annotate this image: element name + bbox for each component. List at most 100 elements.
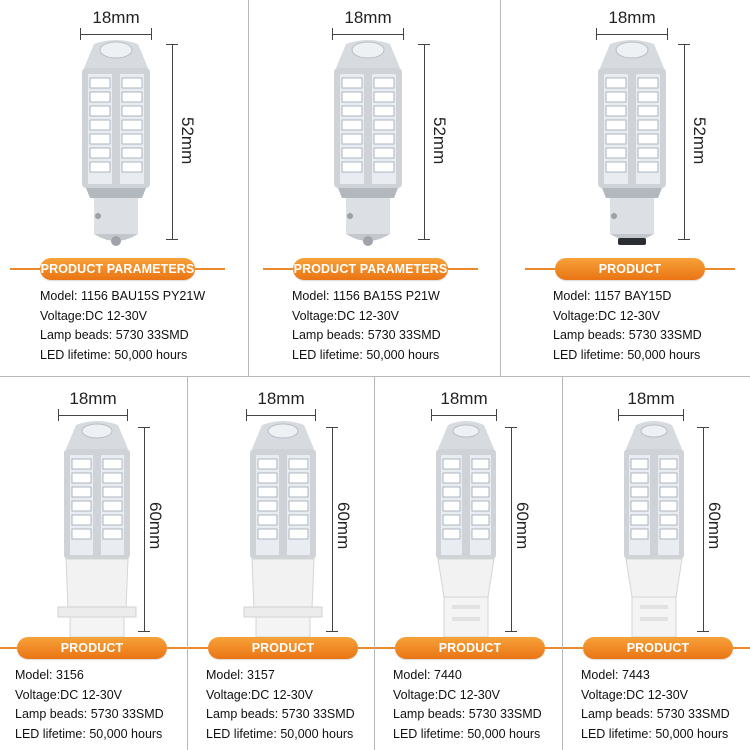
spec-list: Model: 7440 Voltage:DC 12-30V Lamp beads… xyxy=(393,666,542,744)
spec-voltage: Voltage:DC 12-30V xyxy=(40,308,148,323)
width-tick-right xyxy=(151,28,152,40)
width-label: 18mm xyxy=(608,8,656,27)
spec-beads: Lamp beads: 5730 33SMD xyxy=(40,328,189,342)
height-label: 60mm xyxy=(334,502,353,550)
height-label: 52mm xyxy=(690,117,709,165)
product-card-3156: 18mm 60mm PRODUCT PARAMETERS Model: 3156… xyxy=(0,377,187,750)
width-dimension-line xyxy=(431,415,497,416)
product-card-3157: 18mm 60mm PRODUCT PARAMETERS Model: 3157… xyxy=(188,377,374,750)
led-bulb-image xyxy=(82,40,150,246)
spec-beads: Lamp beads: 5730 33SMD xyxy=(15,707,164,721)
spec-voltage: Voltage:DC 12-30V xyxy=(393,687,501,702)
height-dimension-line xyxy=(172,44,173,240)
product-card-7443: 18mm 60mm PRODUCT PARAMETERS Model: 7443… xyxy=(563,377,750,750)
spec-list: Model: 1156 BA15S P21W Voltage:DC 12-30V… xyxy=(292,287,441,365)
width-tick-right xyxy=(403,28,404,40)
led-bulb-image xyxy=(436,421,496,638)
width-tick-left xyxy=(332,28,333,40)
spec-list: Model: 7443 Voltage:DC 12-30V Lamp beads… xyxy=(581,666,730,744)
led-bulb-image xyxy=(243,421,323,638)
height-dimension-line xyxy=(511,427,512,632)
width-label: 18mm xyxy=(627,389,675,408)
width-label: 18mm xyxy=(344,8,392,27)
separator-horizontal xyxy=(0,376,750,377)
product-card-1156-ba15s: 18mm 52mm PRODUCT PARAMETERS Model: 1156… xyxy=(249,0,500,376)
width-tick-left xyxy=(58,409,59,421)
spec-model: Model: 7440 xyxy=(393,668,462,682)
spec-lifetime: LED lifetime: 50,000 hours xyxy=(206,726,354,741)
height-tick-top xyxy=(166,44,178,45)
spec-lifetime: LED lifetime: 50,000 hours xyxy=(15,726,163,741)
spec-voltage: Voltage:DC 12-30V xyxy=(292,308,400,323)
spec-lifetime: LED lifetime: 50,000 hours xyxy=(40,347,188,362)
width-tick-right xyxy=(127,409,128,421)
led-bulb-image xyxy=(624,421,684,638)
led-bulb-image xyxy=(334,40,402,246)
width-tick-right xyxy=(683,409,684,421)
spec-beads: Lamp beads: 5730 33SMD xyxy=(292,328,441,342)
width-dimension-line xyxy=(618,415,684,416)
width-dimension-line xyxy=(596,34,668,35)
width-tick-right xyxy=(496,409,497,421)
height-tick-top xyxy=(678,44,690,45)
width-dimension-line xyxy=(246,415,316,416)
product-parameters-badge: PRODUCT PARAMETERS xyxy=(263,258,478,280)
spec-list: Model: 3157 Voltage:DC 12-30V Lamp beads… xyxy=(206,666,355,744)
spec-lifetime: LED lifetime: 50,000 hours xyxy=(393,726,541,741)
product-parameters-badge: PRODUCT PARAMETERS xyxy=(188,637,374,677)
height-tick-bottom xyxy=(138,631,150,632)
width-tick-left xyxy=(246,409,247,421)
spec-model: Model: 7443 xyxy=(581,668,650,682)
height-tick-top xyxy=(505,427,517,428)
width-dimension-line xyxy=(80,34,152,35)
height-label: 60mm xyxy=(146,502,165,550)
width-dimension-line xyxy=(332,34,404,35)
height-label: 52mm xyxy=(430,117,449,165)
led-bulb-image xyxy=(598,40,666,245)
width-tick-right xyxy=(315,409,316,421)
height-label: 60mm xyxy=(705,502,724,550)
product-parameters-badge: PRODUCT PARAMETERS xyxy=(10,258,225,280)
led-bulb-image xyxy=(57,421,137,638)
spec-voltage: Voltage:DC 12-30V xyxy=(553,308,661,323)
height-tick-bottom xyxy=(418,239,430,240)
height-tick-bottom xyxy=(505,631,517,632)
spec-model: Model: 1156 BAU15S PY21W xyxy=(40,289,206,303)
width-tick-left xyxy=(431,409,432,421)
product-card-7440: 18mm 60mm PRODUCT PARAMETERS Model: 7440… xyxy=(375,377,562,750)
width-label: 18mm xyxy=(92,8,140,27)
width-tick-right xyxy=(667,28,668,40)
product-parameters-badge: PRODUCT PARAMETERS xyxy=(0,637,187,677)
spec-lifetime: LED lifetime: 50,000 hours xyxy=(581,726,729,741)
height-tick-bottom xyxy=(678,239,690,240)
height-tick-top xyxy=(138,427,150,428)
spec-voltage: Voltage:DC 12-30V xyxy=(15,687,123,702)
width-tick-left xyxy=(596,28,597,40)
separator-top-2 xyxy=(500,0,501,377)
separator-bottom-1 xyxy=(187,377,188,750)
spec-beads: Lamp beads: 5730 33SMD xyxy=(393,707,542,721)
spec-lifetime: LED lifetime: 50,000 hours xyxy=(292,347,440,362)
spec-beads: Lamp beads: 5730 33SMD xyxy=(553,328,702,342)
width-label: 18mm xyxy=(69,389,117,408)
height-label: 52mm xyxy=(178,117,197,165)
width-tick-left xyxy=(80,28,81,40)
width-label: 18mm xyxy=(257,389,305,408)
spec-lifetime: LED lifetime: 50,000 hours xyxy=(553,347,701,362)
height-label: 60mm xyxy=(513,502,532,550)
spec-list: Model: 1157 BAY15D Voltage:DC 12-30V Lam… xyxy=(553,287,702,365)
spec-list: Model: 1156 BAU15S PY21W Voltage:DC 12-3… xyxy=(40,287,205,365)
height-tick-top xyxy=(418,44,430,45)
product-card-1157-bay15d: 18mm 52mm PRODUCT PARAMETERS Model: 1157… xyxy=(501,0,750,376)
spec-voltage: Voltage:DC 12-30V xyxy=(206,687,314,702)
height-dimension-line xyxy=(332,427,333,632)
width-label: 18mm xyxy=(440,389,488,408)
spec-model: Model: 1156 BA15S P21W xyxy=(292,289,440,303)
height-dimension-line xyxy=(424,44,425,240)
height-tick-top xyxy=(697,427,709,428)
product-card-1156-bau15s: 18mm 52mm PRODUCT PARAMETERS Model: 1156… xyxy=(0,0,248,376)
spec-list: Model: 3156 Voltage:DC 12-30V Lamp beads… xyxy=(15,666,164,744)
height-tick-top xyxy=(326,427,338,428)
spec-model: Model: 1157 BAY15D xyxy=(553,289,672,303)
product-parameters-badge: PRODUCT PARAMETERS xyxy=(375,637,562,677)
